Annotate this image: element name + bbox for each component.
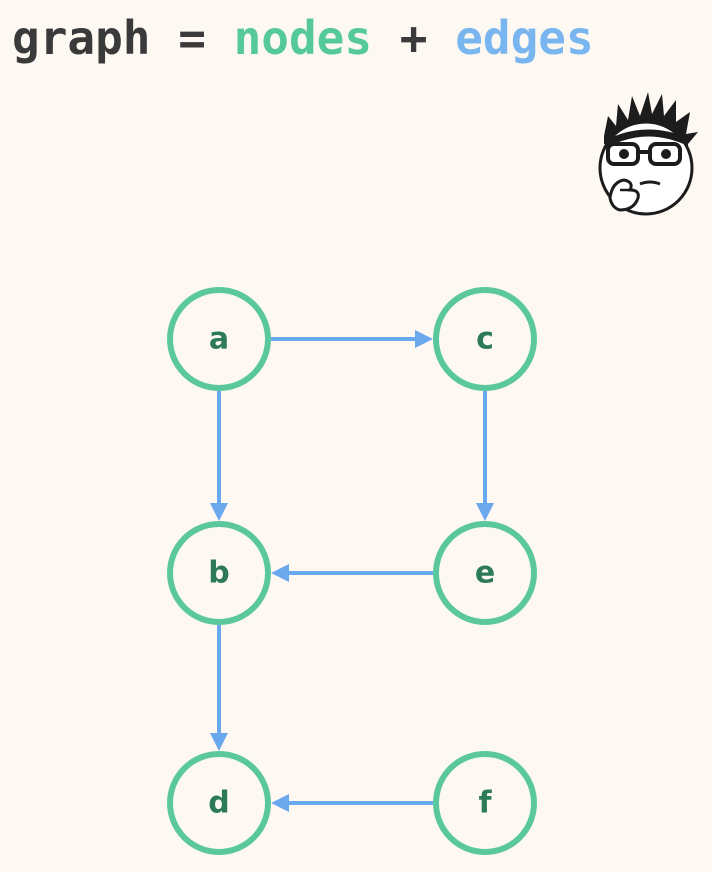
arrowhead-icon: [476, 503, 494, 521]
edge-a-b: [210, 391, 228, 521]
arrowhead-icon: [210, 733, 228, 751]
node-label: e: [475, 556, 495, 591]
node-b: b: [167, 521, 271, 625]
node-circle: [167, 751, 271, 855]
title-plus-sign: +: [399, 11, 428, 65]
node-a: a: [167, 287, 271, 391]
arrowhead-icon: [271, 794, 289, 812]
edge-b-d: [210, 625, 228, 751]
title-word-graph: graph: [12, 11, 151, 65]
arrowhead-icon: [271, 564, 289, 582]
thinking-face-with-glasses-icon: [598, 92, 698, 216]
title-word-nodes: nodes: [233, 11, 373, 65]
node-e: e: [433, 521, 537, 625]
page-title: graph = nodes + edges: [12, 6, 594, 70]
node-f: f: [433, 751, 537, 855]
node-circle: [167, 287, 271, 391]
edge-c-e: [476, 391, 494, 521]
node-circle: [433, 287, 537, 391]
node-label: a: [209, 322, 229, 357]
node-label: d: [208, 786, 229, 821]
edge-e-b: [271, 564, 433, 582]
edge-a-c: [271, 330, 433, 348]
arrowhead-icon: [415, 330, 433, 348]
node-label: f: [478, 786, 492, 821]
node-circle: [433, 521, 537, 625]
title-equals-sign: =: [178, 11, 206, 65]
edge-f-d: [271, 794, 433, 812]
node-circle: [433, 751, 537, 855]
title-word-edges: edges: [455, 11, 594, 65]
node-label: c: [476, 322, 494, 357]
arrowhead-icon: [210, 503, 228, 521]
node-c: c: [433, 287, 537, 391]
node-d: d: [167, 751, 271, 855]
node-label: b: [208, 556, 229, 591]
node-circle: [167, 521, 271, 625]
